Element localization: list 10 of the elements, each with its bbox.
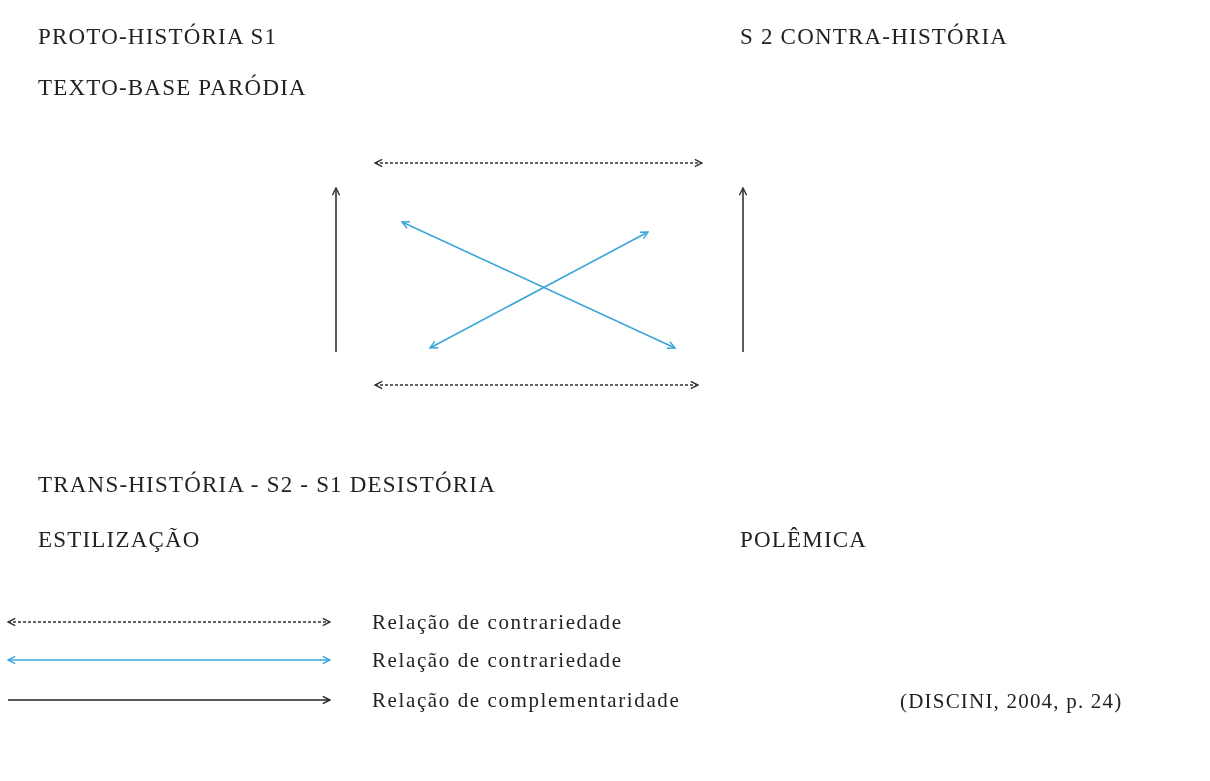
square-term: ESTILIZAÇÃO (38, 527, 201, 553)
square-term: POLÊMICA (740, 527, 868, 553)
legend-text: Relação de contrariedade (372, 610, 623, 634)
square-term: TRANS-HISTÓRIA - S2 - S1 DESISTÓRIA (38, 472, 496, 498)
legend-text: Relação de complementaridade (372, 688, 681, 712)
square-term: PROTO-HISTÓRIA S1 (38, 24, 278, 50)
square-term: TEXTO-BASE PARÓDIA (38, 75, 307, 101)
legend-text: Relação de contrariedade (372, 648, 623, 672)
citation: (DISCINI, 2004, p. 24) (900, 688, 1123, 714)
square-term: S 2 CONTRA-HISTÓRIA (740, 24, 1009, 50)
